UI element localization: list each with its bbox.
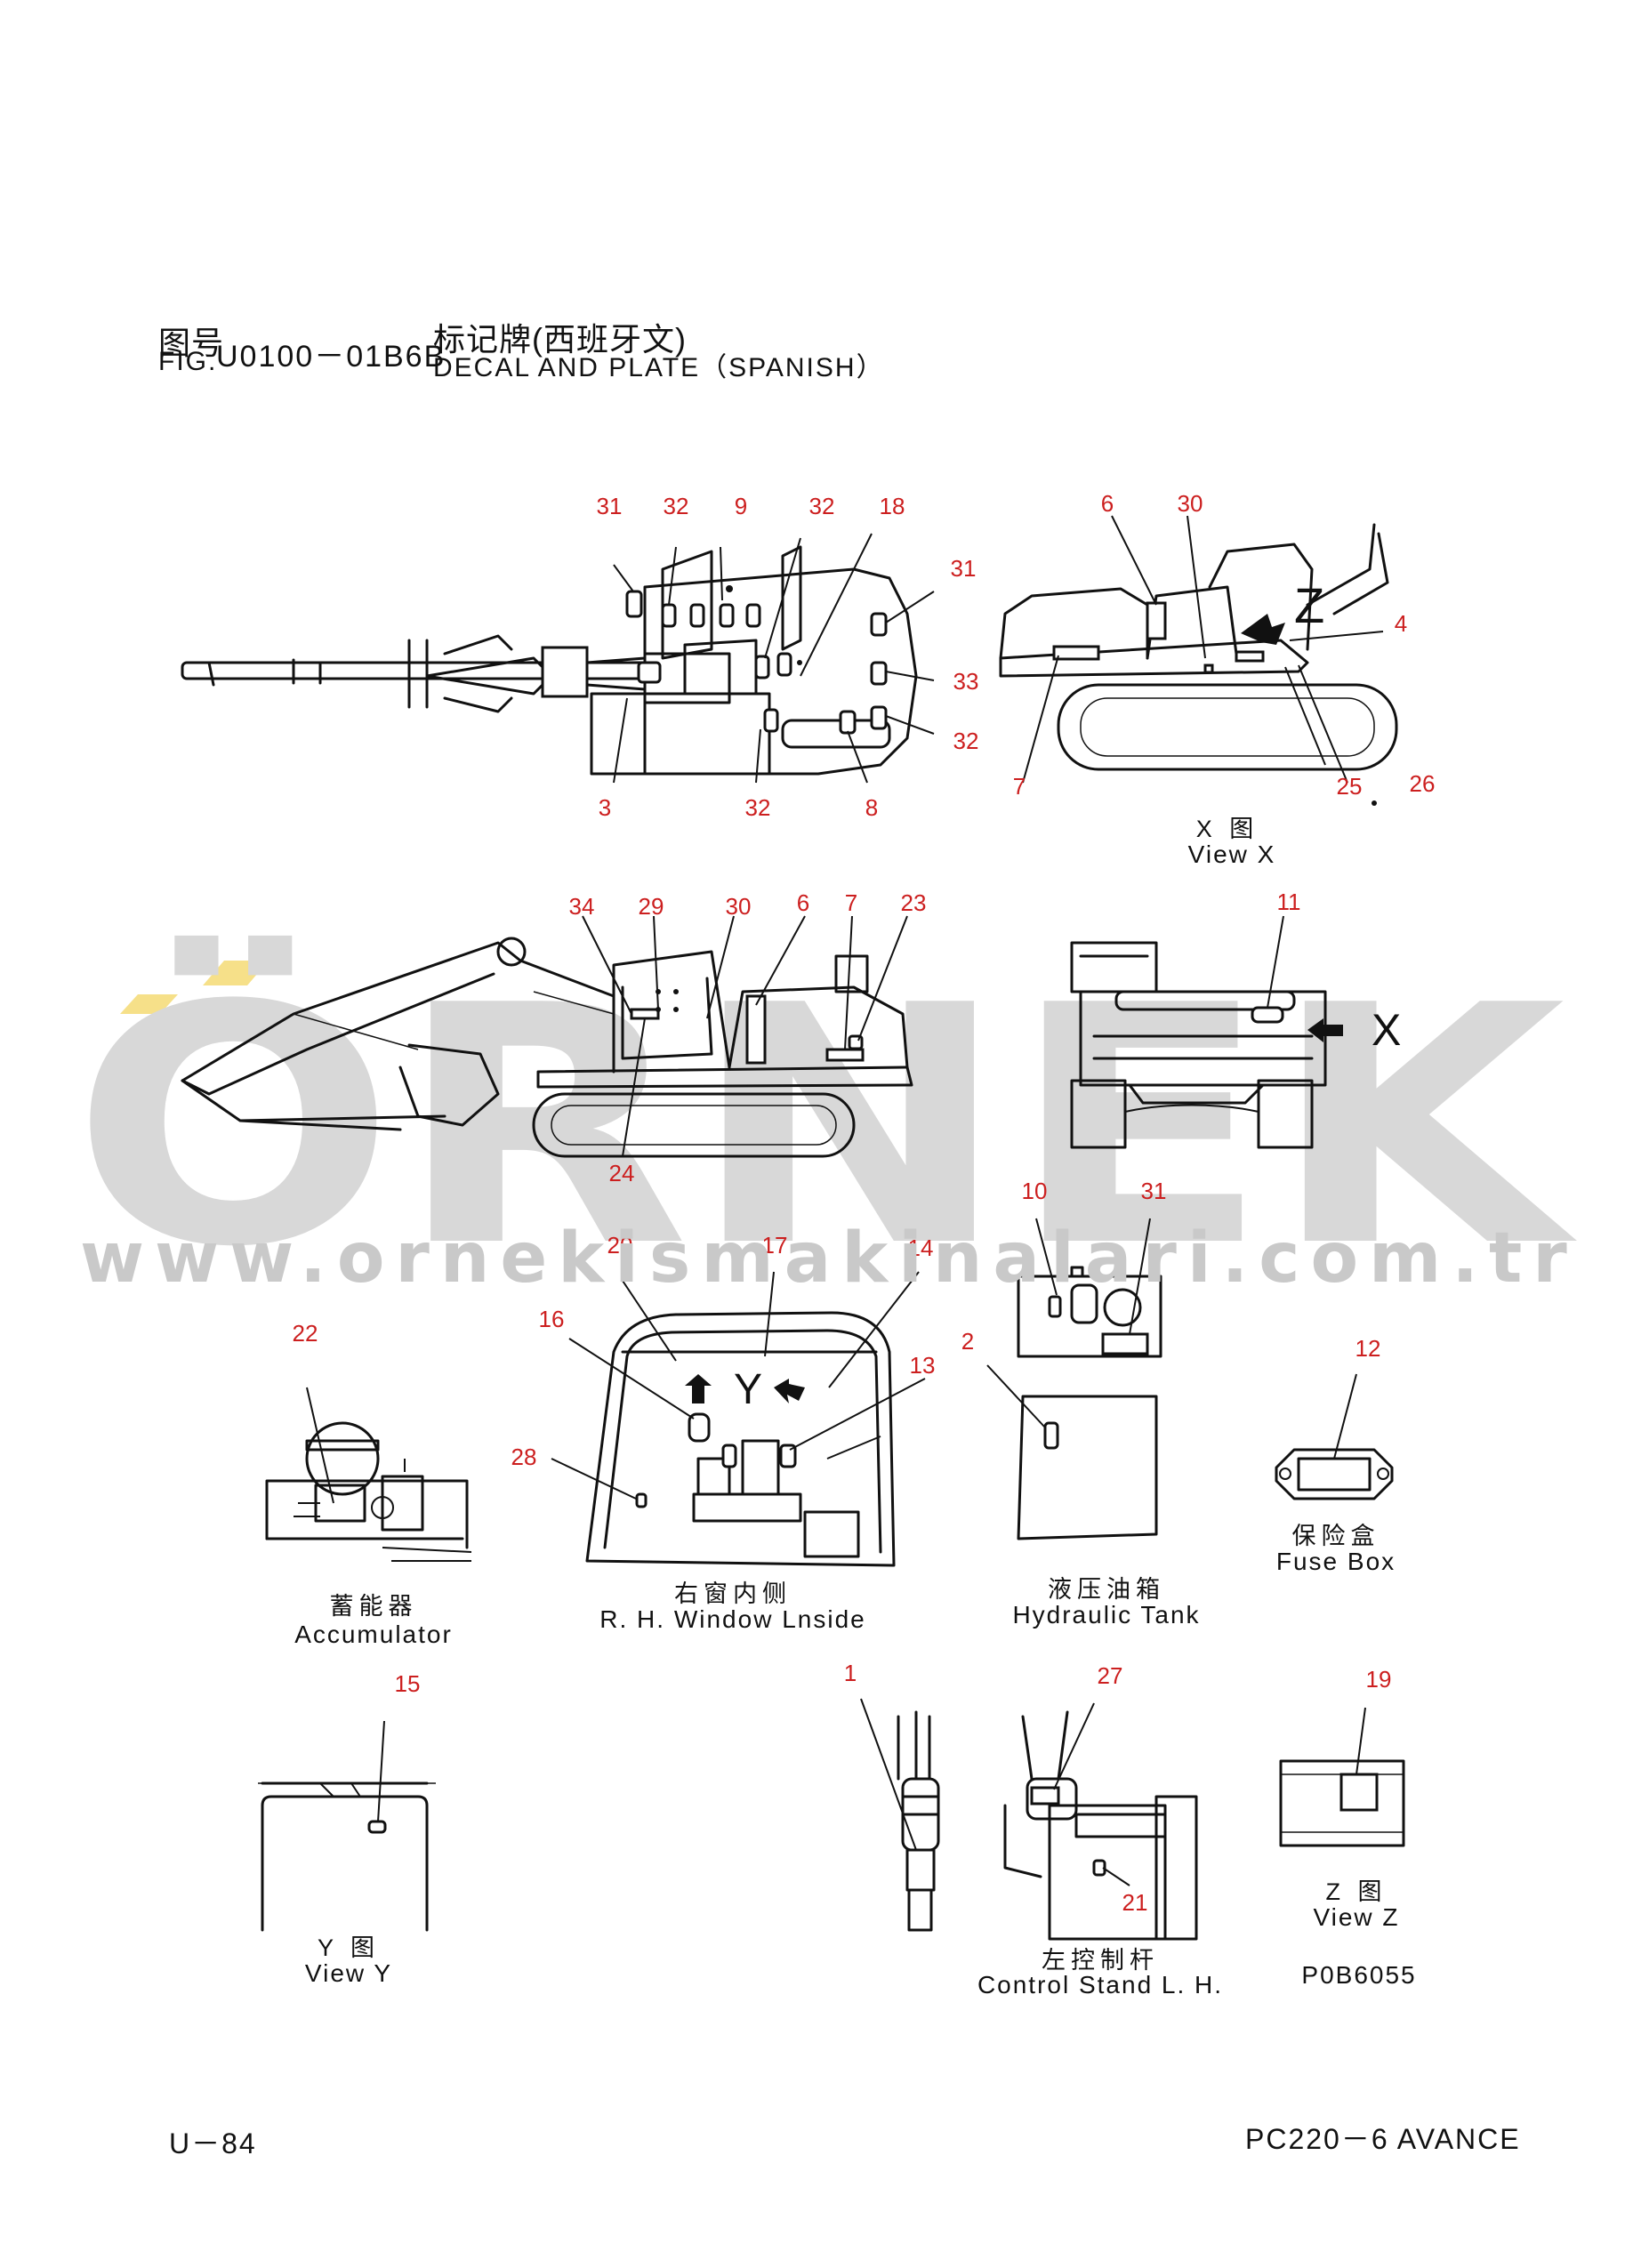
view-x-marker: X xyxy=(1372,1005,1401,1055)
callout-number: 13 xyxy=(910,1352,936,1379)
view-x-drawing: Z xyxy=(999,515,1398,806)
callout-number: 32 xyxy=(953,728,979,754)
accumulator-label-cn: 蓄能器 xyxy=(329,1593,418,1620)
drawing-code: P0B6055 xyxy=(1301,1961,1417,1989)
watermark-accent-2 xyxy=(203,961,269,985)
view-z-callouts: 19 xyxy=(1366,1666,1392,1693)
callout-number: 9 xyxy=(735,493,747,519)
callout-number: 1 xyxy=(844,1660,857,1686)
watermark-url: www.ornekismakinalari.com.tr xyxy=(80,1218,1578,1299)
callout-number: 27 xyxy=(1098,1662,1123,1689)
callout-number: 31 xyxy=(951,555,977,582)
window-label-cn: 右窗内侧 xyxy=(674,1580,792,1607)
callout-number: 21 xyxy=(1122,1889,1148,1916)
control-stand-callouts: 27 21 xyxy=(1098,1662,1148,1916)
top-view-drawing xyxy=(181,533,935,784)
fuse-box-label: Fuse Box xyxy=(1275,1548,1396,1575)
callout-number: 7 xyxy=(845,889,857,916)
fuse-box-callouts: 12 xyxy=(1356,1335,1381,1362)
view-y-marker: Y xyxy=(734,1366,762,1413)
title-cn: 标记牌(西班牙文) xyxy=(433,321,687,358)
callout-number: 23 xyxy=(901,889,927,916)
watermark-accent-1 xyxy=(120,994,178,1014)
callout-number: 11 xyxy=(1277,889,1301,915)
side-view-callouts: 34 29 30 6 7 23 24 xyxy=(569,889,927,1186)
fuse-box-label-cn: 保险盒 xyxy=(1291,1523,1380,1549)
callout-number: 3 xyxy=(599,794,611,821)
callout-number: 16 xyxy=(539,1306,565,1332)
callout-number: 30 xyxy=(1178,490,1203,517)
callout-number: 29 xyxy=(639,893,664,920)
page-number: U－84 xyxy=(169,2127,257,2159)
view-x-label-cn: X 图 xyxy=(1195,816,1259,842)
fig-number: U0100－01B6B xyxy=(216,340,446,374)
callout-number: 17 xyxy=(762,1232,788,1259)
callout-number: 33 xyxy=(953,668,979,695)
front-view-drawing xyxy=(1070,915,1343,1149)
view-y-callouts: 15 xyxy=(395,1670,421,1697)
control-stand-label-cn: 左控制杆 xyxy=(1042,1947,1159,1974)
front-view-callouts: 11 X xyxy=(1277,889,1402,1055)
side-view-drawing xyxy=(181,915,913,1158)
callout-number: 14 xyxy=(908,1235,934,1261)
view-z-label-cn: Z 图 xyxy=(1325,1878,1388,1905)
window-callouts: 20 17 14 16 13 28 xyxy=(511,1232,936,1470)
callout-number: 31 xyxy=(597,493,623,519)
callout-number: 2 xyxy=(961,1328,974,1355)
window-drawing: Y xyxy=(551,1271,926,1567)
fig-label-en: FIG. xyxy=(158,347,218,376)
callout-number: 25 xyxy=(1337,773,1363,800)
view-y-label-cn: Y 图 xyxy=(317,1934,381,1961)
callout-number: 22 xyxy=(293,1320,318,1347)
view-z-drawing xyxy=(1279,1707,1405,1847)
callout-number: 28 xyxy=(511,1444,537,1470)
battery-drawing xyxy=(1017,1218,1162,1358)
callout-number: 34 xyxy=(569,893,595,920)
tank-label: Hydraulic Tank xyxy=(1012,1601,1201,1629)
callout-number: 7 xyxy=(1013,773,1026,800)
callout-number: 32 xyxy=(745,794,771,821)
view-y-drawing xyxy=(258,1720,436,1932)
callout-number: 15 xyxy=(395,1670,421,1697)
callout-number: 26 xyxy=(1410,770,1436,797)
callout-number: 19 xyxy=(1366,1666,1392,1693)
fig-label-cn: 图号 xyxy=(158,325,225,361)
tank-drawing xyxy=(986,1364,1158,1540)
callout-number: 12 xyxy=(1356,1335,1381,1362)
top-view-callouts: 31 32 9 32 18 31 33 32 3 32 8 xyxy=(597,493,979,821)
callout-number: 30 xyxy=(726,893,752,920)
callout-number: 8 xyxy=(865,794,878,821)
control-stand-label: Control Stand L. H. xyxy=(977,1971,1224,1999)
callout-number: 10 xyxy=(1022,1178,1048,1204)
callout-number: 32 xyxy=(664,493,689,519)
lever-drawing xyxy=(860,1698,940,1932)
view-x-callouts: 6 30 4 7 25 26 xyxy=(1013,490,1436,800)
tank-callouts: 2 xyxy=(961,1328,974,1355)
callout-number: 6 xyxy=(797,889,809,916)
title-en: DECAL AND PLATE（SPANISH） xyxy=(433,353,885,382)
battery-callouts: 10 31 xyxy=(1022,1178,1167,1204)
accumulator-label: Accumulator xyxy=(294,1621,453,1648)
view-z-label: View Z xyxy=(1313,1903,1400,1931)
callout-number: 24 xyxy=(609,1160,635,1186)
callout-number: 4 xyxy=(1395,610,1407,637)
accumulator-drawing xyxy=(265,1387,472,1562)
machine-model: PC220－6 AVANCE xyxy=(1245,2123,1521,2155)
callout-number: 6 xyxy=(1101,490,1114,517)
callout-number: 32 xyxy=(809,493,835,519)
lever-callouts: 1 xyxy=(844,1660,857,1686)
callout-number: 18 xyxy=(880,493,905,519)
view-y-label: View Y xyxy=(304,1959,393,1987)
control-stand-drawing xyxy=(1003,1702,1198,1941)
accumulator-callouts: 22 xyxy=(293,1320,318,1347)
window-label: R. H. Window Lnside xyxy=(599,1605,866,1633)
fuse-box-drawing xyxy=(1275,1373,1394,1500)
callout-number: 20 xyxy=(607,1232,633,1259)
view-z-marker: Z xyxy=(1294,577,1324,633)
tank-label-cn: 液压油箱 xyxy=(1048,1576,1165,1603)
view-x-label: View X xyxy=(1187,840,1276,868)
callout-number: 31 xyxy=(1141,1178,1167,1204)
